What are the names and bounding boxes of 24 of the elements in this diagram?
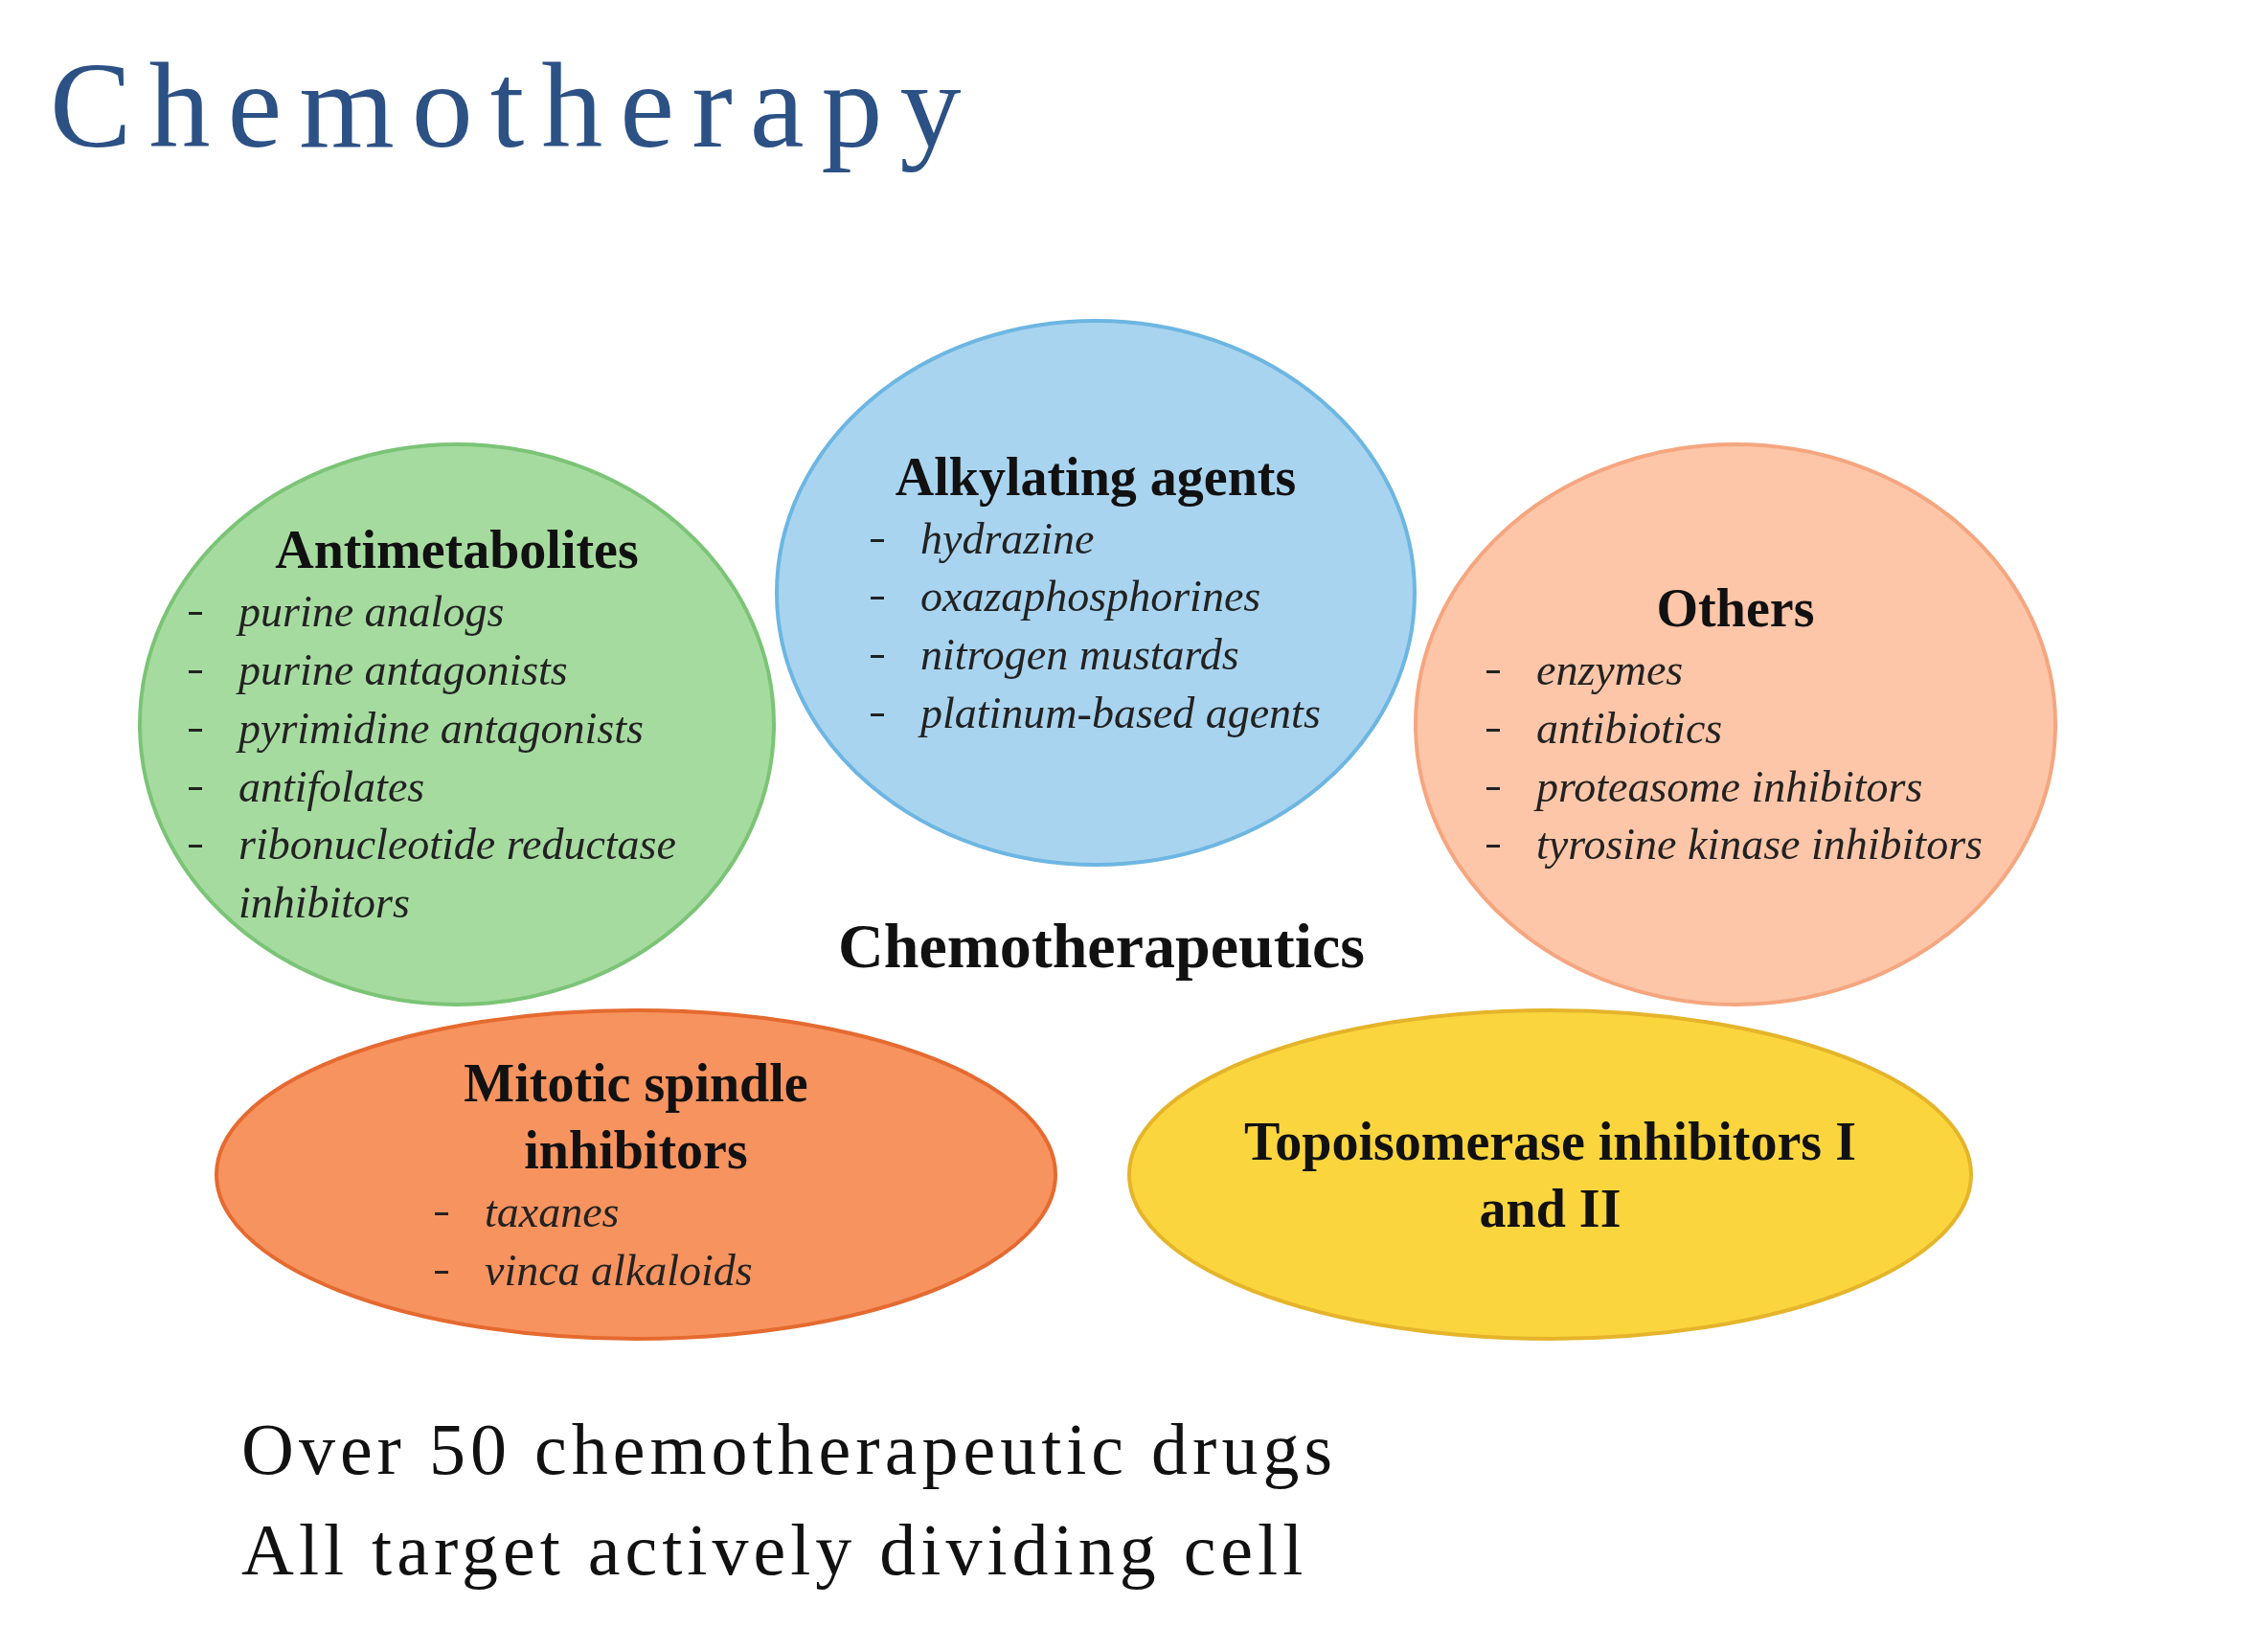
list-item: vinca alkaloids bbox=[435, 1241, 837, 1300]
list-item: antifolates bbox=[189, 757, 725, 817]
list-item: purine analogs bbox=[189, 583, 725, 643]
page-title: Chemotherapy bbox=[50, 38, 979, 173]
list-item: enzymes bbox=[1486, 642, 1984, 700]
center-label: Chemotherapeutics bbox=[837, 910, 1366, 983]
category-heading: Others bbox=[1656, 577, 1815, 641]
list-item: proteasome inhibitors bbox=[1486, 757, 1984, 817]
category-heading: Topoisomerase inhibitors I and II bbox=[1243, 1110, 1857, 1240]
list-item: ribonucleotide reductase inhibitors bbox=[189, 816, 725, 933]
list-item: taxanes bbox=[435, 1183, 837, 1242]
list-item: tyrosine kinase inhibitors bbox=[1486, 816, 1984, 874]
list-item: purine antagonists bbox=[189, 642, 725, 700]
list-item: nitrogen mustards bbox=[871, 626, 1321, 685]
category-heading: Antimetabolites bbox=[275, 519, 639, 582]
list-item: pyrimidine antagonists bbox=[189, 699, 725, 758]
category-heading: Mitotic spindle inhibitors bbox=[463, 1051, 809, 1182]
category-heading: Alkylating agents bbox=[895, 445, 1297, 509]
note-text: All target actively dividing cell bbox=[241, 1508, 1308, 1592]
note-text: Over 50 chemotherapeutic drugs bbox=[241, 1408, 1337, 1491]
list-item: oxazaphosphorines bbox=[871, 568, 1321, 626]
list-item: platinum-based agents bbox=[871, 684, 1321, 743]
list-item: antibiotics bbox=[1486, 699, 1984, 758]
list-item: hydrazine bbox=[871, 509, 1321, 569]
